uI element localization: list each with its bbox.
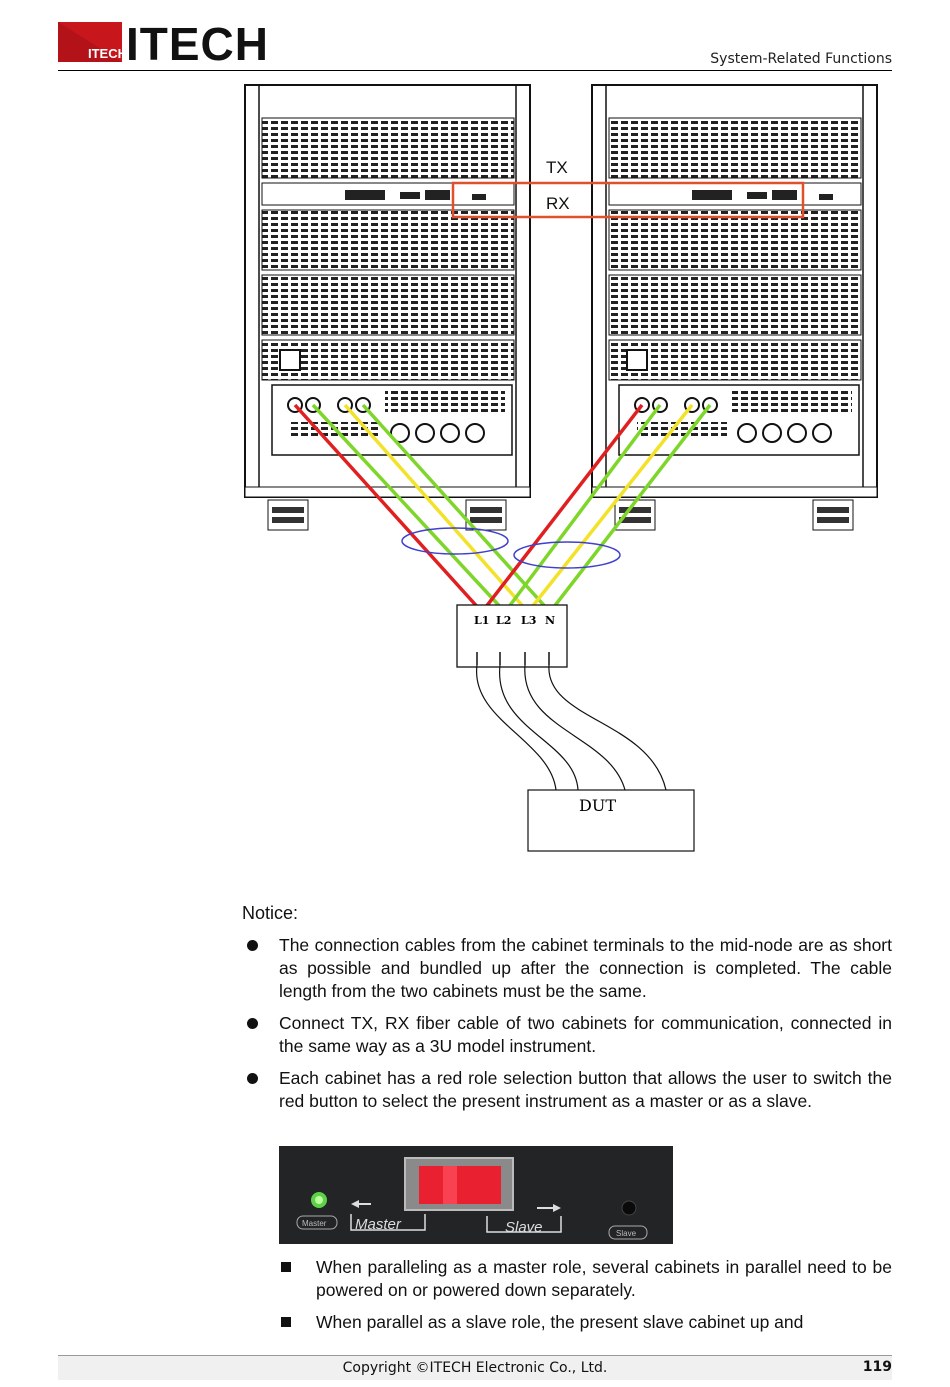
role-note-item: When paralleling as a master role, sever…	[279, 1256, 892, 1302]
parallel-connection-diagram: TX RX L1 L2 L3 N DUT	[244, 84, 878, 852]
role-note-text: When parallel as a slave role, the prese…	[316, 1312, 804, 1332]
fiber-cable	[451, 181, 805, 219]
dut-label: DUT	[579, 796, 616, 815]
terminal-n: N	[545, 614, 555, 627]
header-divider	[58, 70, 892, 71]
cable-l3-left	[343, 403, 530, 614]
notice-item-text: The connection cables from the cabinet t…	[279, 935, 892, 1001]
cable-l1-left	[293, 403, 484, 614]
footer: Copyright ©ITECH Electronic Co., Ltd. 11…	[58, 1355, 892, 1380]
itech-logo: ITECH ITECH	[58, 18, 269, 64]
bullet-dot-icon	[247, 1073, 258, 1084]
bundle-mark-right	[513, 541, 621, 569]
master-led-label: Master	[302, 1219, 327, 1228]
cable-l3-right	[526, 403, 694, 614]
bundle-mark-left	[401, 527, 509, 555]
slave-label: Slave	[505, 1219, 543, 1236]
notice-item-text: Connect TX, RX fiber cable of two cabine…	[279, 1013, 892, 1056]
bullet-square-icon	[281, 1262, 291, 1272]
tx-label: TX	[546, 158, 568, 177]
rx-label: RX	[546, 194, 570, 213]
bullet-dot-icon	[247, 1018, 258, 1029]
notice-list: The connection cables from the cabinet t…	[242, 934, 892, 1122]
cable-l2-left	[311, 403, 507, 614]
left-cabinet	[244, 84, 531, 531]
page-number: 119	[862, 1359, 892, 1375]
cable-l2-right	[503, 403, 662, 614]
terminal-l3: L3	[521, 614, 536, 627]
notice-item: The connection cables from the cabinet t…	[242, 934, 892, 1003]
cable-l1-right	[480, 403, 644, 614]
role-note-text: When paralleling as a master role, sever…	[316, 1257, 892, 1300]
cable-n-right	[548, 403, 712, 614]
slave-led-label: Slave	[616, 1229, 637, 1238]
right-cabinet	[591, 84, 878, 531]
logo-text: ITECH	[126, 18, 269, 64]
dut-wires	[476, 664, 667, 791]
notice-title: Notice:	[242, 903, 299, 923]
bullet-dot-icon	[247, 940, 258, 951]
bullet-square-icon	[281, 1317, 291, 1327]
role-switch-photo: Master Slave Master Slave	[279, 1146, 673, 1244]
role-notes-list: When paralleling as a master role, sever…	[279, 1256, 892, 1343]
cable-n-left	[361, 403, 552, 614]
master-label: Master	[355, 1216, 402, 1233]
footer-copyright: Copyright ©ITECH Electronic Co., Ltd.	[342, 1360, 608, 1376]
notice-item-text: Each cabinet has a red role selection bu…	[279, 1068, 892, 1111]
notice-item: Connect TX, RX fiber cable of two cabine…	[242, 1012, 892, 1058]
terminal-l2: L2	[496, 614, 511, 627]
notice-item: Each cabinet has a red role selection bu…	[242, 1067, 892, 1113]
role-note-item: When parallel as a slave role, the prese…	[279, 1311, 892, 1334]
power-cables	[293, 403, 712, 614]
logo-small-text: ITECH	[88, 46, 127, 61]
dut-box	[527, 789, 695, 852]
section-title: System-Related Functions	[710, 51, 892, 67]
terminal-l1: L1	[474, 614, 489, 627]
